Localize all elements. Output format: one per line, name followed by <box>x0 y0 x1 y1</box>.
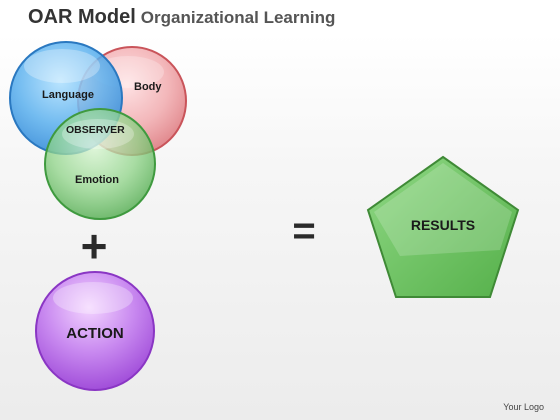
footer-logo: Your Logo <box>503 402 544 412</box>
emotion-label: Emotion <box>75 174 119 186</box>
observer-label: OBSERVER <box>66 124 125 136</box>
title-main: OAR Model <box>28 6 136 28</box>
results-label: RESULTS <box>411 217 475 233</box>
emotion-circle <box>44 108 156 220</box>
language-label: Language <box>42 89 94 101</box>
plus-operator: + <box>81 220 108 272</box>
results-pentagon <box>366 155 520 298</box>
title-subtitle: Organizational Learning <box>140 8 336 27</box>
equals-operator: = <box>292 209 315 253</box>
action-circle <box>35 271 155 391</box>
header-band <box>0 0 560 36</box>
action-label: ACTION <box>66 325 124 342</box>
body-label: Body <box>134 81 162 93</box>
